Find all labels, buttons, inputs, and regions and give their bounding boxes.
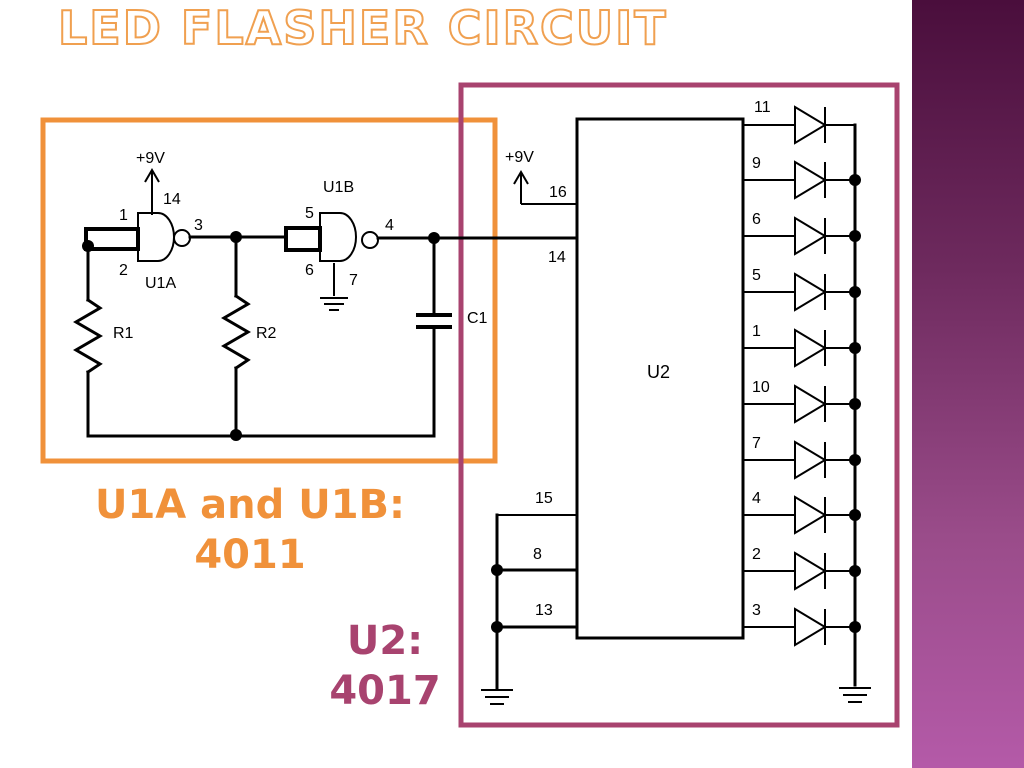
u1-highlight-box [40,117,498,464]
led-8 [743,551,861,591]
led-0 [743,105,855,145]
led-4 [743,328,861,368]
pin-label-out-5: 10 [752,379,770,396]
led-6 [743,440,861,480]
pin-label-out-3: 5 [752,267,761,284]
pin-label-out-2: 6 [752,211,761,228]
label-r2: R2 [256,325,277,342]
pin-label-out-7: 4 [752,490,761,507]
u2-highlight-box [458,82,900,728]
led-3 [743,272,861,312]
pin-label-13: 13 [535,602,553,619]
pin-label-14-u2: 14 [548,249,566,266]
led-7 [743,495,861,535]
caption-u2-line2: 4017 [329,668,441,714]
led-2 [743,216,861,256]
supply-label-u1: +9V [136,150,165,167]
pin-label-out-1: 9 [752,155,761,172]
capacitor-c1 [416,236,452,438]
pin-label-out-6: 7 [752,435,761,452]
label-c1: C1 [467,310,488,327]
led-9 [743,607,861,647]
decorative-side-bar [912,0,1024,768]
oscillator-section: +9V 14 1 2 3 U1A U1B 5 6 4 7 [73,150,578,441]
label-r1: R1 [113,325,134,342]
gate-label-u1b: U1B [323,179,354,196]
pin-label-out-8: 2 [752,546,761,563]
caption-u1-line2: 4011 [194,532,306,578]
ic-u2 [575,117,745,640]
led-1 [743,160,861,200]
page-title: LED FLASHER CIRCUIT [57,1,668,55]
pin-label-out-4: 1 [752,323,761,340]
pin-label-15: 15 [535,490,553,507]
caption-u1-line1: U1A and U1B: [94,482,406,528]
pin-label-5: 5 [305,205,314,222]
pin-label-14-u1: 14 [163,191,181,208]
pin-label-out-9: 3 [752,602,761,619]
pin-label-out-0: 11 [754,99,771,116]
caption-u1-chip: U1A and U1B: 4011 [60,480,440,580]
caption-u2-line1: U2: [346,618,424,664]
caption-u2-chip: U2: 4017 [300,616,470,716]
supply-label-u2: +9V [505,149,534,166]
counter-section: U2 +9V 16 14 15 8 13 [481,99,871,705]
pin-label-3: 3 [194,217,203,234]
pin-label-6: 6 [305,262,314,279]
pin-label-7: 7 [349,272,358,289]
nand-gate-u1a [84,212,191,262]
pin-label-4-u1: 4 [385,217,394,234]
pin-label-1: 1 [119,207,128,224]
pin-label-16: 16 [549,184,567,201]
resistor-r1 [73,244,103,438]
gate-label-u1a: U1A [145,275,176,292]
nand-gate-u1b [284,212,379,262]
pin-label-2: 2 [119,262,128,279]
resistor-r2 [221,235,251,438]
led-5 [743,384,861,424]
pin-label-8: 8 [533,546,542,563]
ic-label-u2: U2 [647,362,670,382]
